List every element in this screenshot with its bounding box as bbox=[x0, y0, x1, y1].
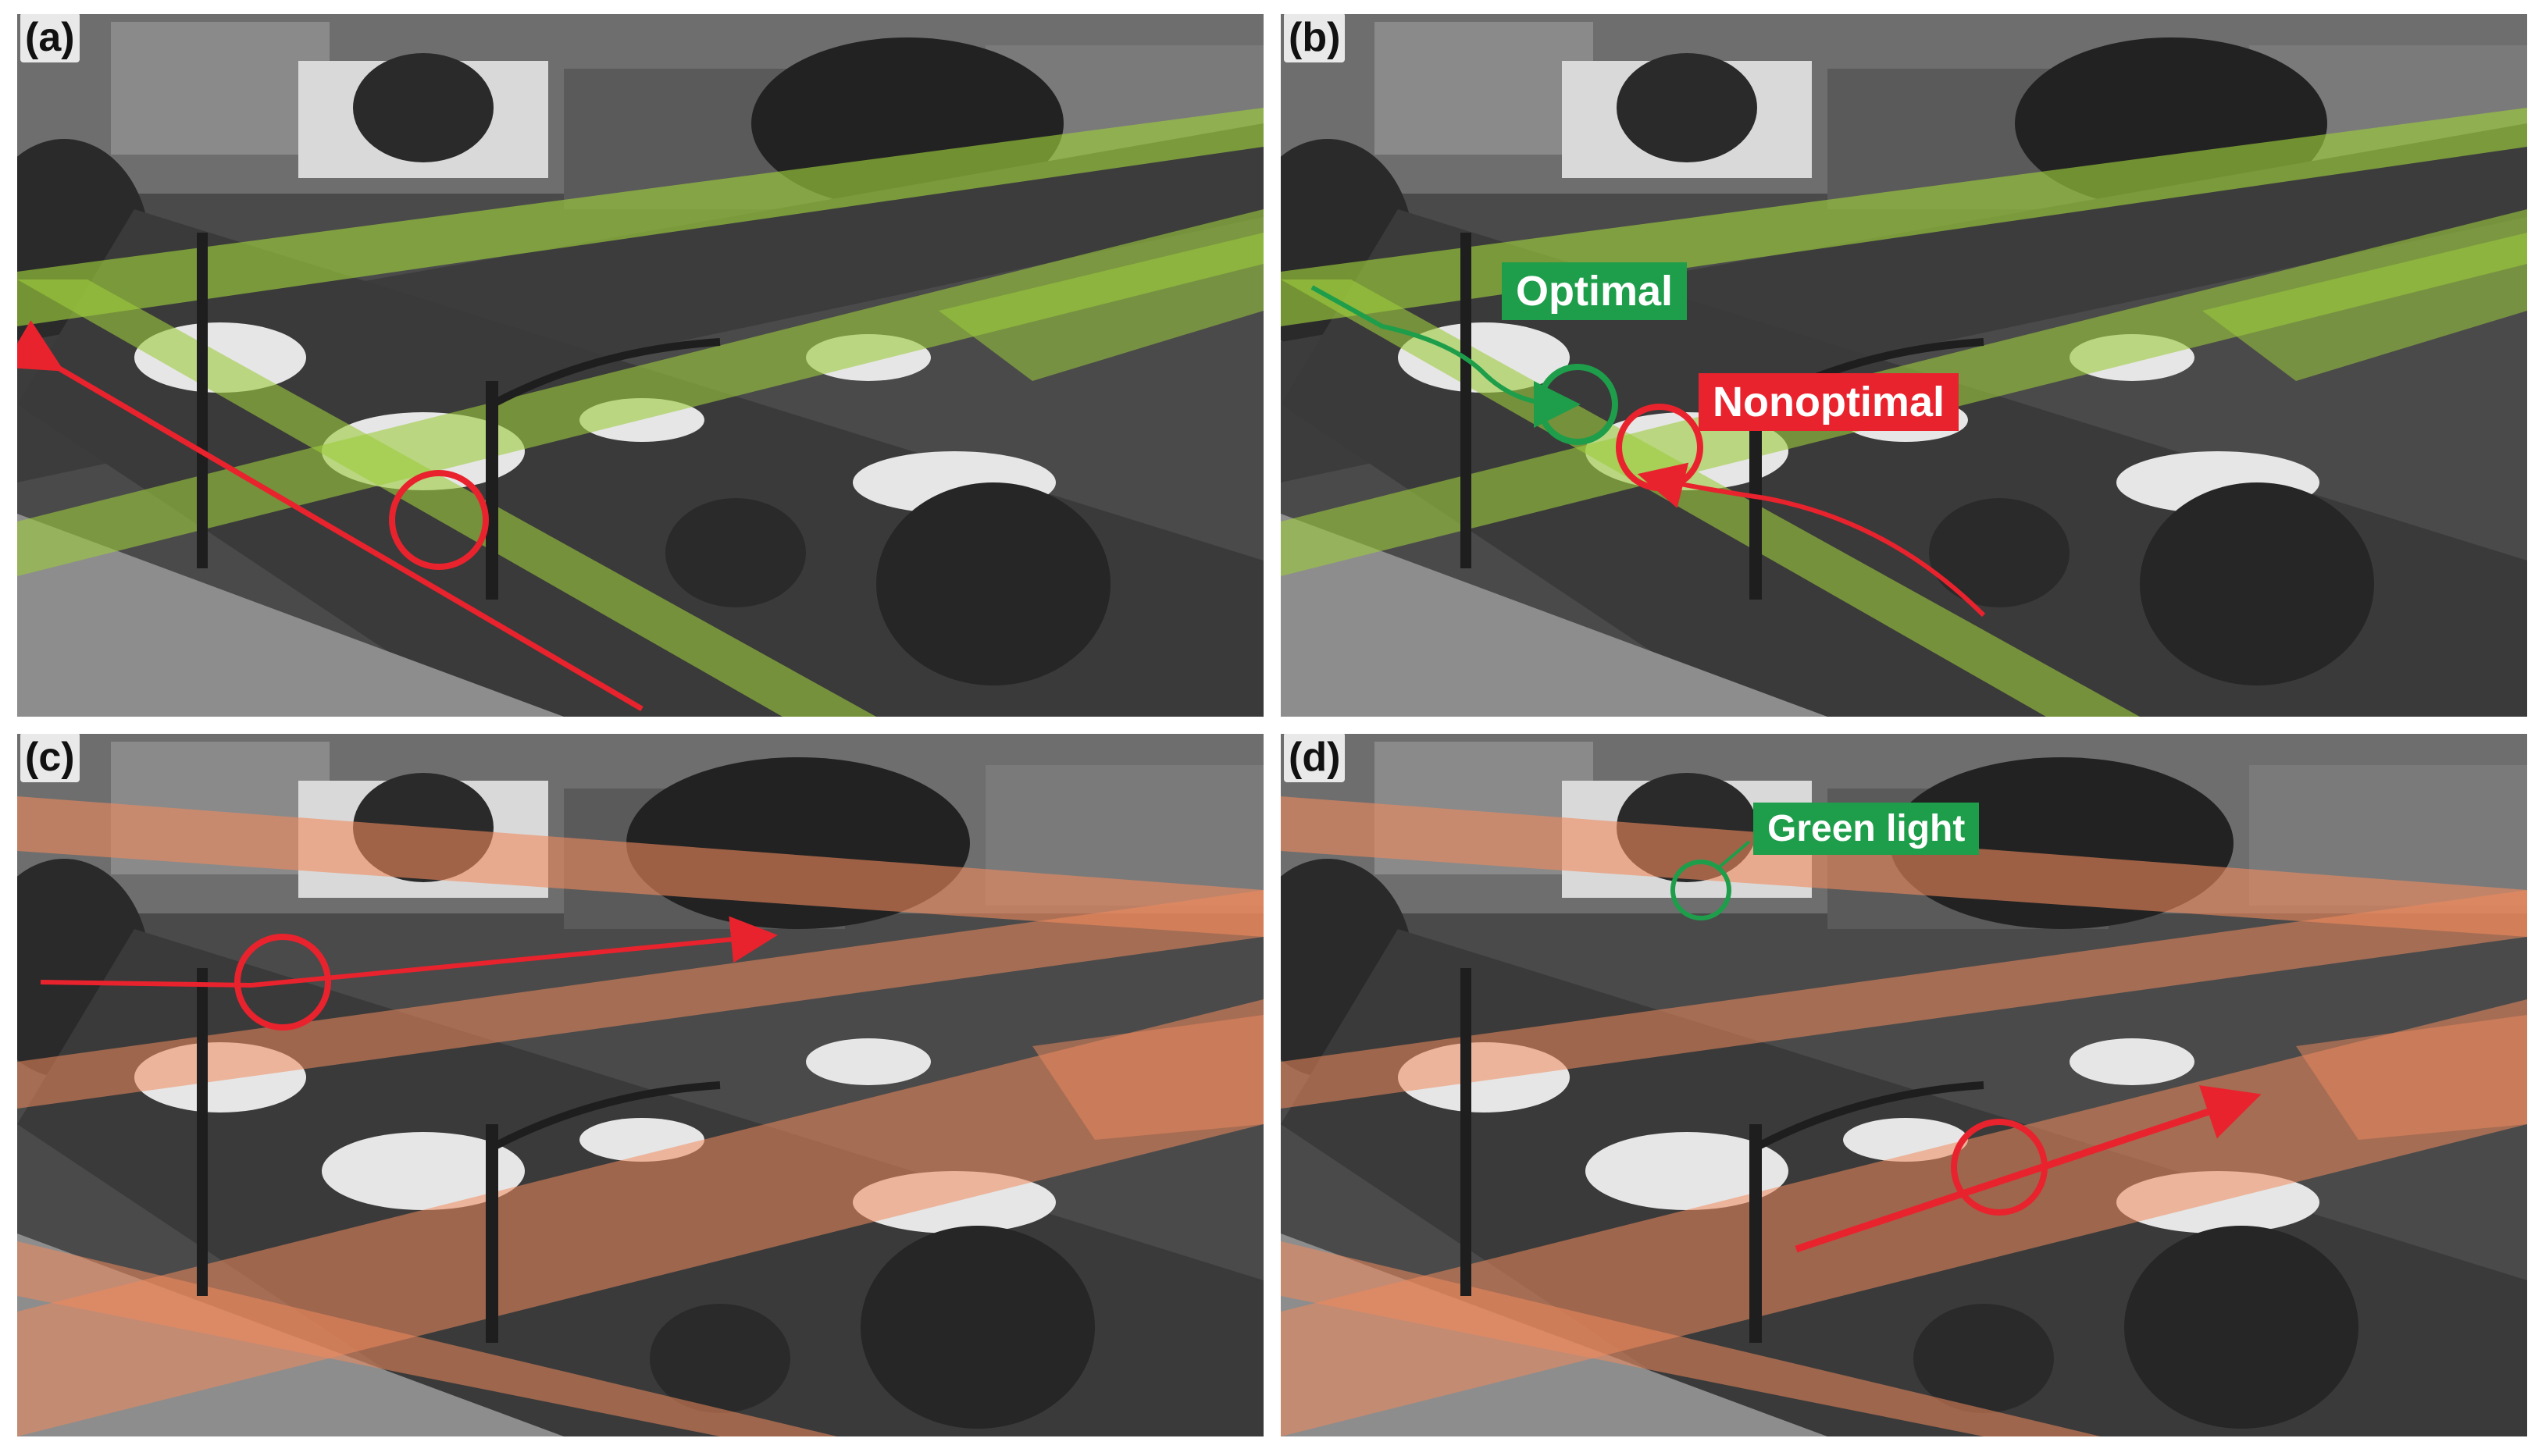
panel-a: (a) bbox=[17, 14, 1264, 717]
panel-label: (a) bbox=[20, 14, 80, 62]
panel-c: (c) bbox=[17, 734, 1264, 1436]
panel-b: (b) Optimal Nonoptimal bbox=[1281, 14, 2527, 717]
intersection-photo bbox=[17, 734, 1264, 1436]
panel-d: (d) Green light bbox=[1281, 734, 2527, 1436]
optimal-callout: Optimal bbox=[1502, 262, 1688, 321]
panel-label: (d) bbox=[1284, 734, 1346, 782]
panel-label: (b) bbox=[1284, 14, 1346, 62]
intersection-photo bbox=[17, 14, 1264, 717]
green-light-callout: Green light bbox=[1753, 803, 1980, 856]
nonoptimal-callout: Nonoptimal bbox=[1699, 373, 1959, 432]
intersection-photo bbox=[1281, 14, 2527, 717]
panel-label: (c) bbox=[20, 734, 80, 782]
